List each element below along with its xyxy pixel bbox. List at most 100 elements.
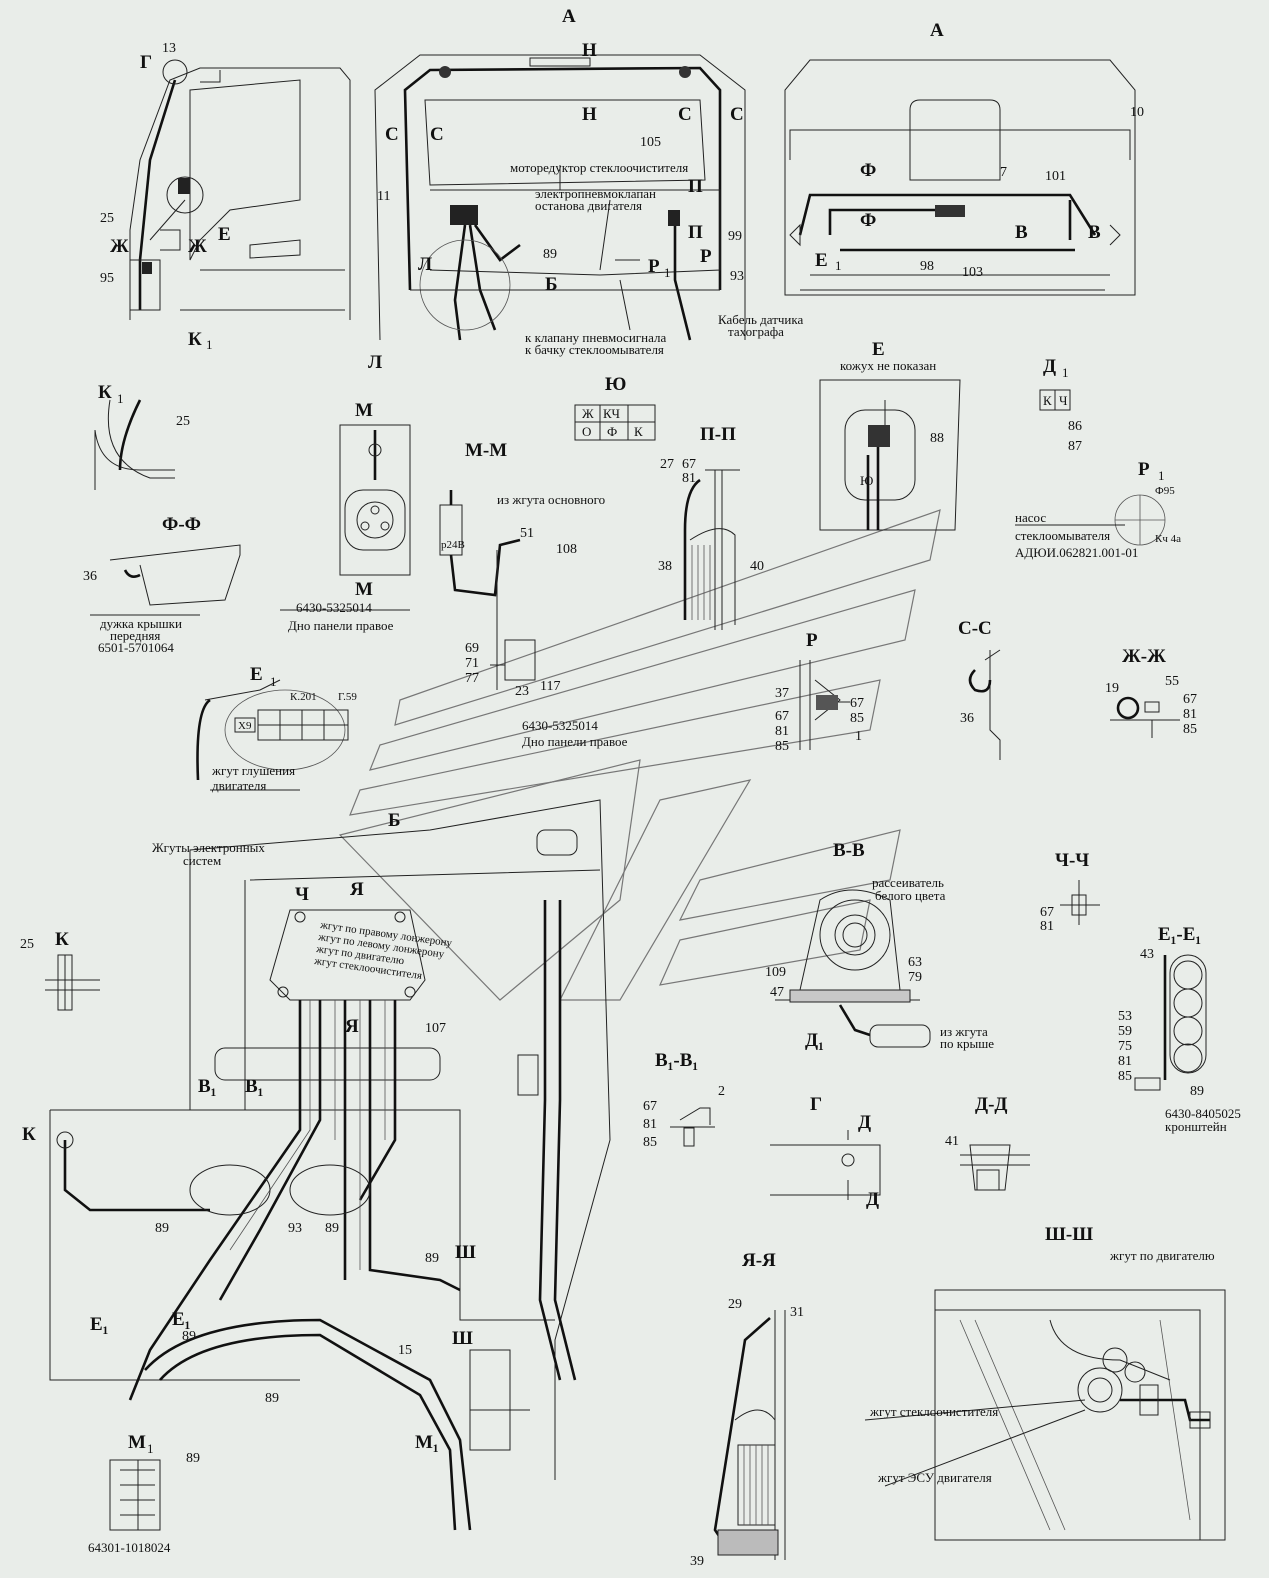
callout-98: 98: [920, 259, 934, 274]
callout-81-pp: 81: [682, 471, 696, 486]
section-mark-R1-sub: 1: [664, 265, 671, 280]
callout-40: 40: [750, 559, 764, 574]
view-label-ShSh: Ш-Ш: [1045, 1224, 1093, 1245]
label-washer-tank: к бачку стеклоомывателя: [525, 342, 664, 357]
callout-25-k1: 25: [176, 414, 190, 429]
section-mark-E1-right: Е₁: [172, 1309, 190, 1330]
section-mark-H-bottom: Н: [582, 104, 597, 125]
callout-85-e1: 85: [1118, 1069, 1132, 1084]
callout-85-r2: 85: [850, 711, 864, 726]
callout-31: 31: [790, 1305, 804, 1320]
label-yu-e: Ю: [860, 473, 873, 488]
label-pump-2: стеклоомывателя: [1015, 528, 1110, 543]
view-label-FF: Ф-Ф: [162, 514, 201, 535]
callout-85-b1: 85: [643, 1135, 657, 1150]
callout-67-r2: 67: [850, 696, 864, 711]
callout-85-r: 85: [775, 739, 789, 754]
view-label-Yu: Ю: [605, 374, 626, 395]
section-mark-D1: Д₁: [805, 1030, 824, 1051]
callout-79: 79: [908, 970, 922, 985]
callout-107: 107: [425, 1021, 446, 1036]
section-mark-K1: К: [188, 329, 202, 350]
detail-e: [819, 379, 961, 531]
view-label-CC: С-С: [958, 618, 992, 639]
section-mark-P-2: П: [688, 222, 703, 243]
callout-55: 55: [1165, 674, 1179, 689]
callout-27: 27: [660, 457, 674, 472]
view-label-E1-title: Е: [250, 664, 263, 685]
view-arrow-A: А: [562, 6, 576, 27]
label-panel-2: Дно панели правое: [522, 734, 628, 749]
label-tacho-1: Кабель датчика: [718, 312, 803, 327]
detail-k: [45, 954, 100, 1011]
callout-81-r: 81: [775, 724, 789, 739]
label-pump-3: АДЮИ.062821.001-01: [1015, 545, 1138, 560]
callout-85-zh: 85: [1183, 722, 1197, 737]
callout-23: 23: [515, 684, 529, 699]
section-mark-K1-sub: 1: [206, 337, 213, 352]
section-mark-F-bottom: Ф: [860, 210, 876, 231]
detail-dd: [960, 1144, 1030, 1191]
view-label-G-title: Г: [810, 1094, 822, 1115]
callout-67-b1: 67: [643, 1099, 657, 1114]
pin-zh: Ж: [582, 406, 594, 421]
callout-13: 13: [162, 41, 176, 56]
callout-89-main-1: 89: [155, 1221, 169, 1236]
label-engine-harness: жгут по двигателю: [1109, 1248, 1215, 1263]
view-label-DD: Д-Д: [975, 1094, 1007, 1115]
callout-88: 88: [930, 431, 944, 446]
callout-81-b1: 81: [643, 1117, 657, 1132]
callout-75: 75: [1118, 1039, 1132, 1054]
detail-mm: [439, 490, 536, 690]
view-label-E-title: Е: [872, 339, 885, 360]
label-g59: Г.59: [338, 691, 357, 703]
view-label-M1-sub: 1: [147, 1441, 154, 1456]
label-stop-harness-1: жгут глушения: [211, 763, 295, 778]
detail-r: [799, 660, 850, 750]
view-a-roof: [784, 59, 1136, 296]
callout-63: 63: [908, 955, 922, 970]
section-mark-C-4: С: [730, 104, 744, 125]
view-label-YaYa: Я-Я: [742, 1250, 776, 1271]
callout-86: 86: [1068, 419, 1082, 434]
d1-pin-k: К: [1043, 393, 1052, 408]
label-handle-1: дужка крышки: [100, 616, 182, 631]
callout-77: 77: [465, 671, 479, 686]
view-label-L-title: Л: [368, 352, 382, 373]
callout-41: 41: [945, 1134, 959, 1149]
section-mark-Ch: Ч: [295, 884, 309, 905]
detail-e1: [196, 679, 349, 791]
callout-67-pp: 67: [682, 457, 696, 472]
label-tacho-2: тахографа: [728, 324, 784, 339]
callout-51: 51: [520, 526, 534, 541]
label-pneumo: к клапану пневмосигнала: [525, 330, 666, 345]
view-label-E: Е: [218, 224, 231, 245]
callout-71: 71: [465, 656, 479, 671]
view-label-B: Б: [545, 274, 558, 295]
section-mark-Sh-top: Ш: [455, 1242, 476, 1263]
section-mark-E1-left: Е₁: [90, 1314, 108, 1335]
callout-81-e1: 81: [1118, 1054, 1132, 1069]
connector-yu: [574, 404, 656, 441]
view-label-B1B1: В₁-В₁: [655, 1050, 698, 1071]
section-mark-Ya-bottom: Я: [345, 1016, 359, 1037]
section-mark-Sh-bottom: Ш: [452, 1328, 473, 1349]
label-panel-part-1: 6430-5325014: [296, 600, 372, 615]
detail-e1e1: [1134, 954, 1207, 1091]
callout-81-ch: 81: [1040, 919, 1054, 934]
cab-rear-view: [374, 54, 746, 341]
callout-25: 25: [100, 211, 114, 226]
detail-vv: [775, 889, 931, 1048]
section-mark-V-right: В: [1088, 222, 1101, 243]
label-p24v: р24В: [441, 539, 465, 551]
section-mark-D-bottom: Д: [866, 1189, 879, 1210]
view-label-E1E1: Е₁-Е₁: [1158, 924, 1201, 945]
detail-p1-pump: [1015, 494, 1166, 546]
detail-chch: [1060, 880, 1100, 925]
section-mark-Zh-left: Ж: [110, 236, 129, 257]
callout-69: 69: [465, 641, 479, 656]
callout-7: 7: [1000, 165, 1007, 180]
view-label-D1-sub: 1: [1062, 365, 1069, 380]
label-diffuser-1: рассеиватель: [872, 875, 944, 890]
view-label-MM: М-М: [465, 440, 507, 461]
